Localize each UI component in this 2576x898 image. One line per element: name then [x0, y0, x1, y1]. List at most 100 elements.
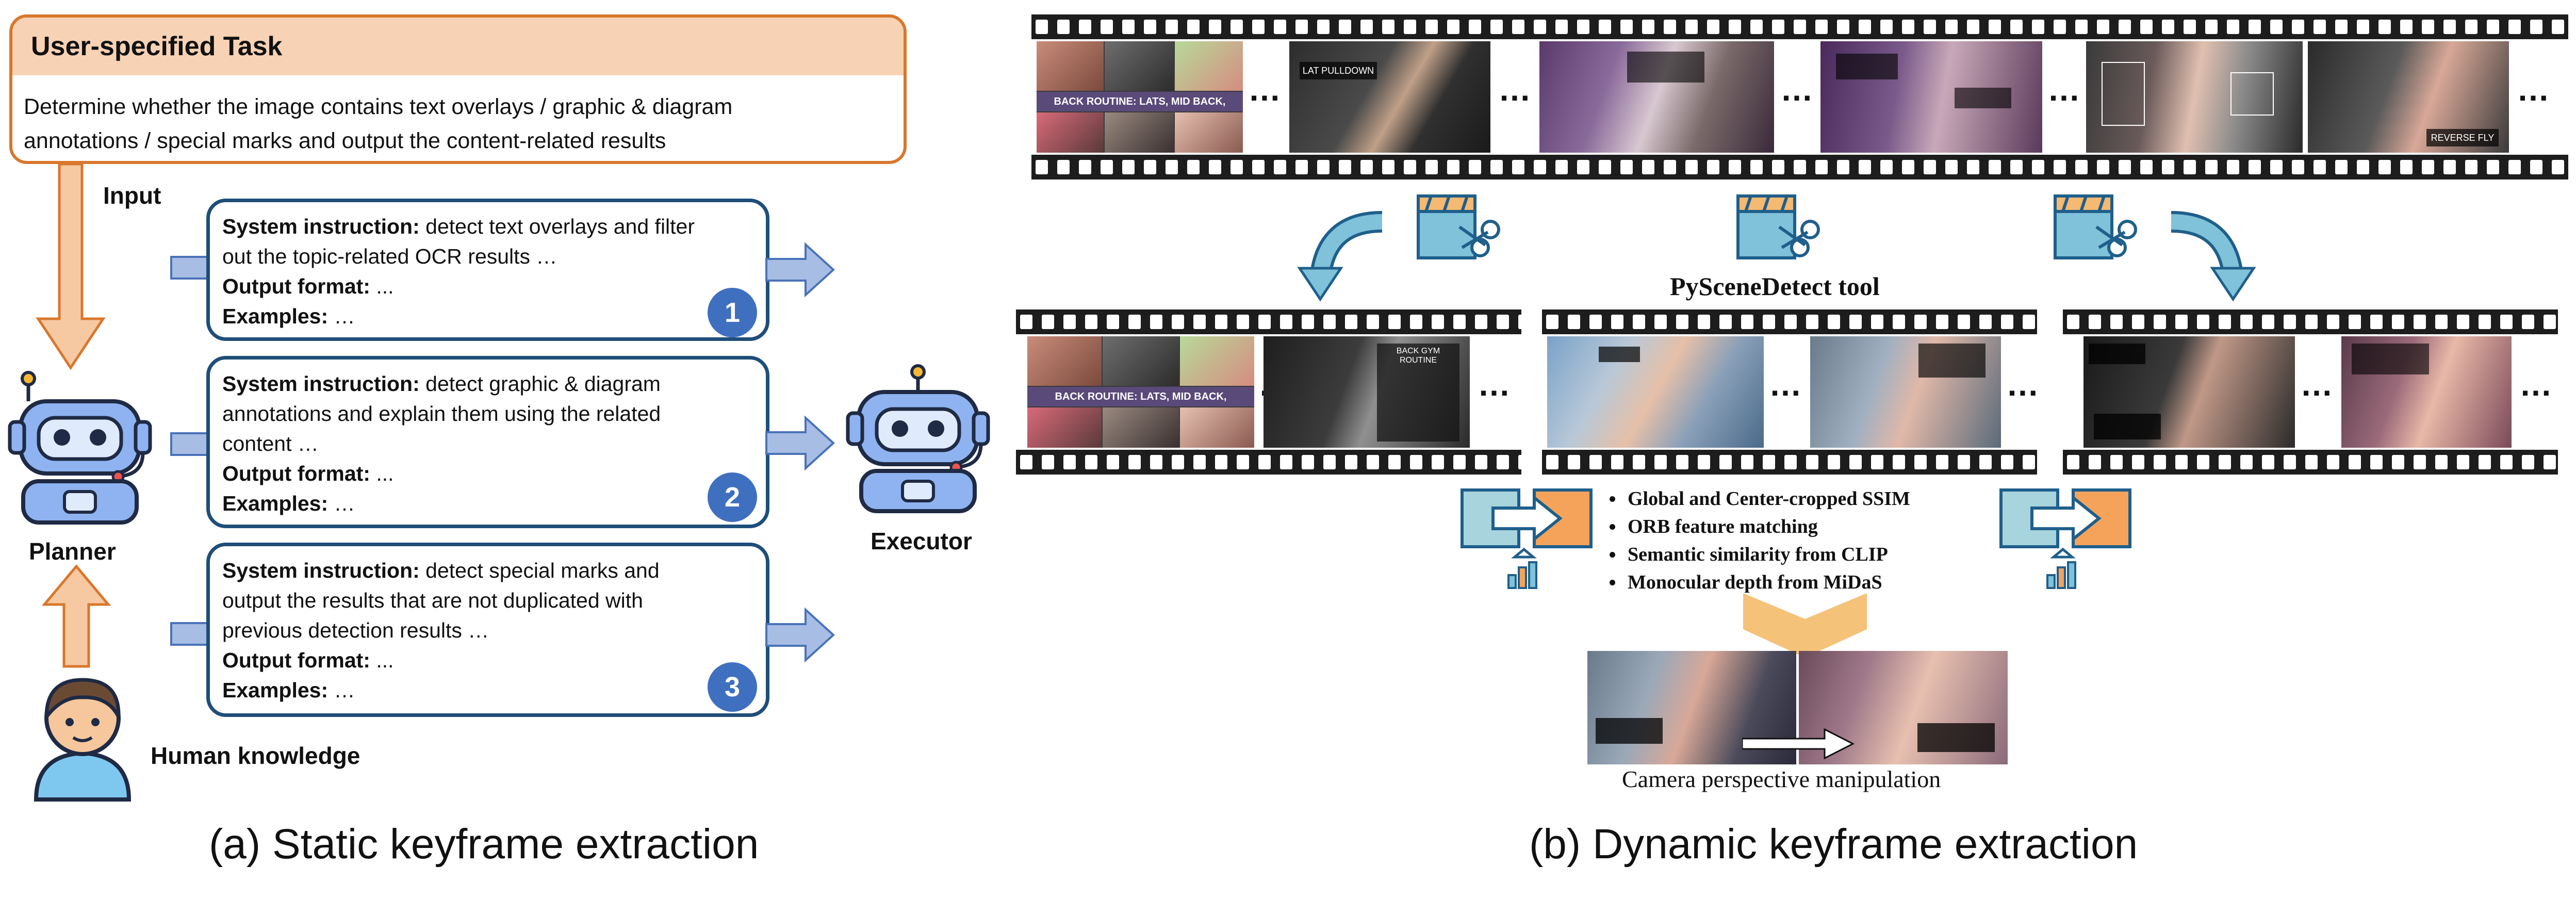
top-ellipsis-3: … [1780, 71, 1815, 108]
top-frame-6-caption: REVERSE FLY [2426, 129, 2499, 146]
instr1-line1: detect text overlays and filter [425, 215, 695, 238]
mid3-ellipsis-1: … [2300, 366, 2335, 403]
mid2-ellipsis-2: … [2006, 366, 2041, 403]
mid1-frame-1-caption: BACK ROUTINE: LATS, MID BACK, [1027, 387, 1254, 406]
caption-a: (a) Static keyframe extraction [209, 821, 759, 868]
mid1-sprockets-upper [1016, 309, 1521, 334]
human-icon [34, 678, 132, 802]
step-2-badge: 2 [708, 472, 757, 522]
instr2-line3: content … [222, 432, 319, 455]
top-ellipsis-2: … [1498, 71, 1533, 108]
scene-cut-icon-2 [1736, 194, 1820, 259]
mid1-ellipsis-2: … [1478, 366, 1513, 403]
instr2-line2: annotations and explain them using the r… [222, 402, 661, 426]
user-task-box: User-specified Task Determine whether th… [9, 14, 907, 164]
mid-film-strip-2: … … [1542, 309, 2039, 475]
mid1-sprockets-lower [1016, 450, 1521, 475]
task-line-2: annotations / special marks and output t… [24, 128, 666, 153]
step-3-badge: 3 [708, 662, 757, 712]
mid-film-strip-1: BACK ROUTINE: LATS, MID BACK, … BACK GYM… [1016, 309, 1521, 475]
mid1-frame-2-caption: BACK GYM ROUTINE [1396, 347, 1440, 365]
instr1-line2: out the topic-related OCR results … [222, 244, 557, 268]
input-stub-3-icon [170, 622, 210, 646]
mid2-frame-1 [1547, 336, 1764, 448]
task-title: User-specified Task [12, 18, 904, 75]
instr3-line3: previous detection results … [222, 618, 489, 642]
frame-transition-icon-left [1461, 488, 1593, 589]
to-executor-arrow-2-icon [765, 415, 835, 471]
instr3-output-label: Output format: [222, 648, 370, 672]
instr3-prefix: System instruction: [222, 559, 420, 582]
perspective-arrow-icon [1742, 728, 1855, 759]
task-line-1: Determine whether the image contains tex… [24, 94, 733, 119]
instruction-box-3: System instruction: detect special marks… [206, 543, 769, 717]
frame-transition-icon-right [1999, 488, 2131, 589]
instr1-output-label: Output format: [222, 274, 370, 298]
instr3-line2: output the results that are not duplicat… [222, 589, 643, 612]
step-1-badge: 1 [708, 288, 757, 337]
metric-orb: ORB feature matching [1625, 513, 1910, 541]
top-ellipsis-4: … [2047, 71, 2082, 108]
similarity-metrics-list: Global and Center-cropped SSIM ORB featu… [1599, 485, 1910, 596]
mid2-frame-2 [1810, 336, 2001, 448]
mid1-frame-1: BACK ROUTINE: LATS, MID BACK, [1027, 336, 1254, 448]
planner-label: Planner [29, 538, 116, 565]
top-frame-4 [1820, 41, 2042, 153]
top-frame-6: REVERSE FLY [2308, 41, 2509, 153]
mid3-sprockets-upper [2063, 309, 2558, 334]
metric-clip: Semantic similarity from CLIP [1625, 541, 1910, 568]
instruction-box-2: System instruction: detect graphic & dia… [206, 356, 769, 528]
instr1-examples-label: Examples: [222, 304, 329, 328]
instr1-examples-value: … [334, 304, 355, 328]
input-arrow-icon [36, 164, 106, 370]
pyscenedetect-label: PySceneDetect tool [1670, 272, 1880, 301]
instr3-output-value: ... [376, 648, 394, 672]
mid3-ellipsis-2: … [2519, 366, 2554, 403]
instr2-output-label: Output format: [222, 462, 370, 485]
top-ellipsis-1: … [1248, 71, 1283, 108]
mid2-sprockets-lower [1542, 450, 2037, 475]
top-strip-sprockets-upper [1031, 14, 2568, 39]
top-frame-2: LAT PULLDOWN [1289, 41, 1490, 153]
to-executor-arrow-3-icon [765, 607, 835, 663]
top-frame-5 [2086, 41, 2303, 153]
top-frame-3 [1539, 41, 1774, 153]
input-label: Input [103, 182, 161, 209]
instr2-examples-label: Examples: [222, 492, 329, 515]
instruction-box-1: System instruction: detect text overlays… [206, 199, 769, 341]
to-executor-arrow-1-icon [765, 242, 835, 298]
instr2-prefix: System instruction: [222, 372, 420, 396]
instr2-output-value: ... [376, 462, 394, 485]
instr3-examples-value: … [334, 678, 355, 702]
instr2-examples-value: … [334, 492, 355, 515]
planner-robot-icon [8, 371, 152, 525]
mid3-frame-2 [2341, 336, 2512, 448]
instr3-line1: detect special marks and [425, 559, 660, 582]
instr3-examples-label: Examples: [222, 678, 329, 702]
perspective-label: Camera perspective manipulation [1622, 766, 1941, 792]
metric-ssim: Global and Center-cropped SSIM [1625, 485, 1910, 513]
instr2-line1: detect graphic & diagram [425, 372, 661, 396]
human-knowledge-arrow-icon [42, 564, 111, 668]
top-ellipsis-5: … [2517, 71, 2552, 108]
chevron-down-icon [1743, 593, 1867, 658]
perspective-frames [1587, 651, 2008, 764]
mid1-frame-2: BACK GYM ROUTINE [1264, 336, 1470, 448]
caption-b: (b) Dynamic keyframe extraction [1529, 821, 2138, 868]
mid-film-strip-3: … … [2063, 309, 2558, 475]
curved-arrow-left-icon [1297, 211, 1383, 302]
top-frame-1-caption: BACK ROUTINE: LATS, MID BACK, [1037, 92, 1243, 111]
scene-cut-icon-3 [2054, 194, 2137, 259]
input-stub-1-icon [170, 256, 210, 280]
instr1-output-value: ... [376, 274, 394, 298]
top-strip-sprockets-lower [1031, 155, 2568, 179]
scene-cut-icon-1 [1417, 194, 1500, 259]
instr1-prefix: System instruction: [222, 215, 420, 238]
metric-midas: Monocular depth from MiDaS [1625, 568, 1910, 596]
input-stub-2-icon [170, 432, 210, 456]
task-description: Determine whether the image contains tex… [12, 75, 904, 158]
mid3-frame-1 [2083, 336, 2295, 448]
mid3-sprockets-lower [2063, 450, 2558, 475]
top-film-strip: BACK ROUTINE: LATS, MID BACK, … LAT PULL… [1031, 14, 2568, 179]
human-knowledge-label: Human knowledge [151, 742, 360, 769]
